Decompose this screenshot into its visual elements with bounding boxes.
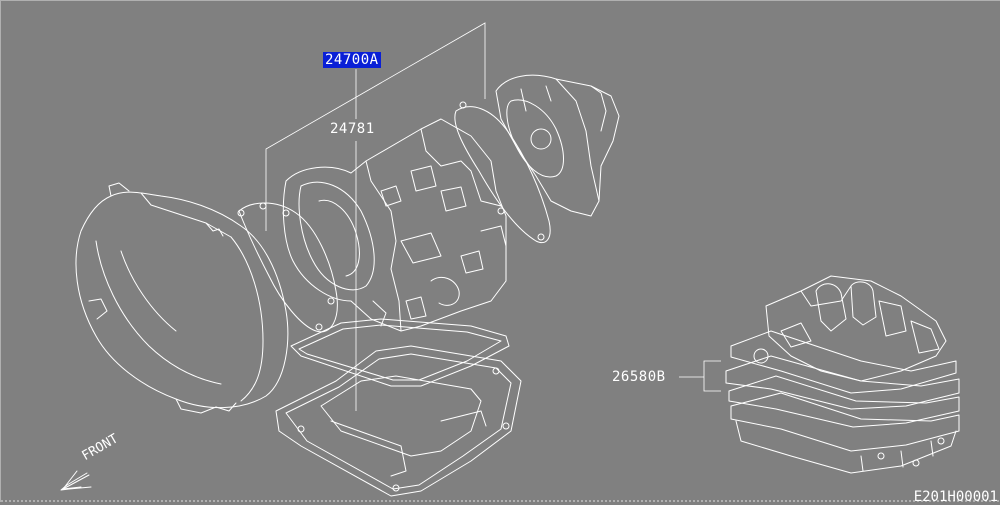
- transmission-case: [282, 118, 507, 332]
- callout-24781[interactable]: 24781: [330, 121, 375, 137]
- extension-housing: [495, 74, 620, 217]
- housing-gasket: [237, 202, 338, 333]
- control-valve-body: [679, 275, 960, 474]
- oil-pan: [275, 345, 522, 497]
- extension-gasket: [454, 101, 551, 244]
- callout-24700A[interactable]: 24700A: [323, 52, 381, 68]
- converter-housing: [75, 182, 289, 414]
- oil-pan-gasket: [290, 318, 510, 387]
- figure-id: E201H00001: [913, 489, 998, 505]
- callout-26580B[interactable]: 26580B: [612, 369, 666, 385]
- front-arrow-icon: [60, 470, 92, 491]
